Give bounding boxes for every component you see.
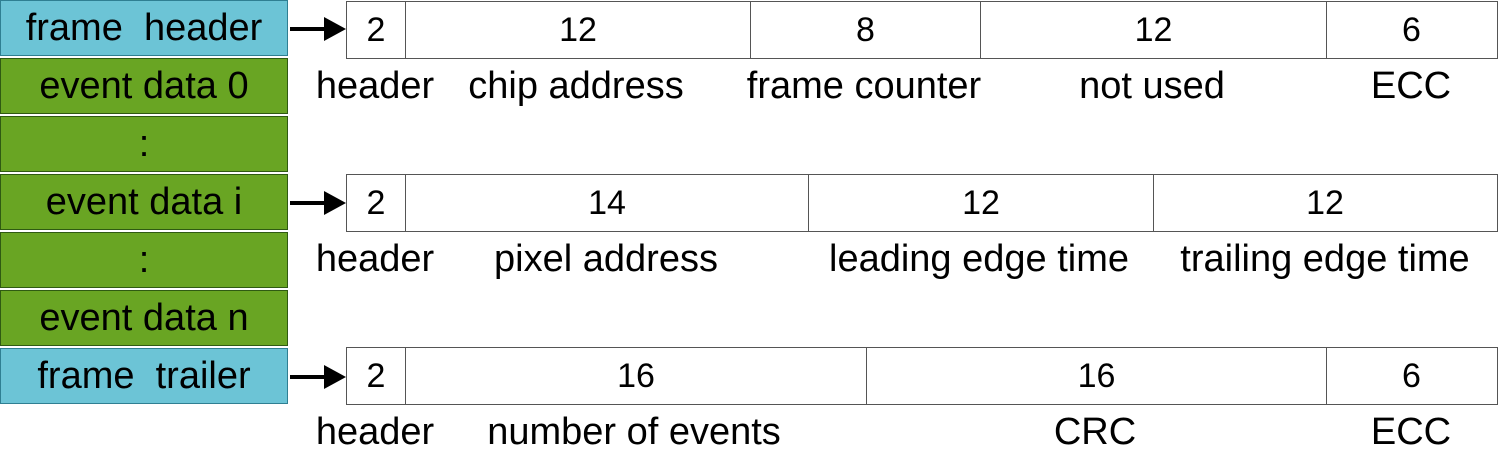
field-bits: 2 bbox=[366, 356, 386, 395]
field-bits: 2 bbox=[366, 183, 386, 222]
trailer-word-fields: 2 16 16 6 bbox=[346, 347, 1498, 405]
event-word-fields: 2 14 12 12 bbox=[346, 174, 1498, 232]
field-bits: 6 bbox=[1326, 348, 1496, 404]
event-data-0-block: event data 0 bbox=[0, 58, 288, 114]
field-label: header bbox=[315, 238, 435, 280]
event-data-i-block: event data i bbox=[0, 174, 288, 230]
field-bits: 2 bbox=[366, 10, 386, 49]
field-label: header bbox=[315, 411, 435, 453]
arrow-right-icon bbox=[290, 191, 346, 215]
field-bits: 16 bbox=[866, 348, 1326, 404]
field-bits: 16 bbox=[405, 348, 866, 404]
ellipsis-block-2: : bbox=[0, 232, 288, 288]
field-label: ECC bbox=[1370, 411, 1452, 453]
field-bits: 14 bbox=[405, 175, 808, 231]
field-label: number of events bbox=[487, 411, 781, 453]
field-label: pixel address bbox=[494, 238, 718, 280]
field-label: leading edge time bbox=[829, 238, 1129, 280]
field-bits: 12 bbox=[980, 2, 1326, 58]
field-label: CRC bbox=[1053, 411, 1137, 453]
frame-header-block: frame header bbox=[0, 0, 288, 56]
frame-trailer-block: frame trailer bbox=[0, 348, 288, 404]
field-label: chip address bbox=[468, 65, 684, 107]
ellipsis-block-1: : bbox=[0, 116, 288, 172]
field-label: not used bbox=[1079, 65, 1225, 107]
arrow-right-icon bbox=[290, 365, 346, 389]
field-bits: 6 bbox=[1326, 2, 1496, 58]
field-bits: 12 bbox=[405, 2, 750, 58]
event-data-n-block: event data n bbox=[0, 290, 288, 346]
field-label: frame counter bbox=[746, 65, 982, 107]
field-bits: 8 bbox=[750, 2, 980, 58]
field-bits: 12 bbox=[808, 175, 1153, 231]
field-label: trailing edge time bbox=[1180, 238, 1470, 280]
field-bits: 12 bbox=[1153, 175, 1496, 231]
field-label: ECC bbox=[1370, 65, 1452, 107]
field-label: header bbox=[315, 65, 435, 107]
arrow-right-icon bbox=[290, 17, 346, 41]
header-word-fields: 2 12 8 12 6 bbox=[346, 1, 1498, 59]
